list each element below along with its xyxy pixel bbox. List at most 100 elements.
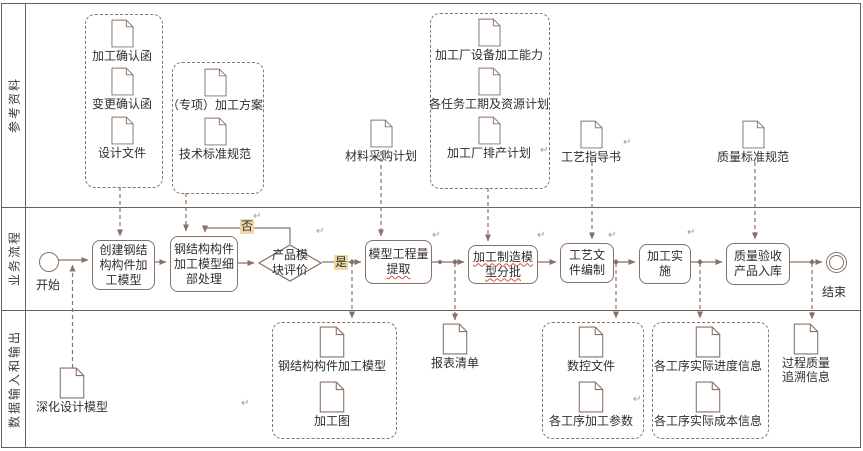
task-label: 加工实施 [646,249,683,278]
doc-design-files: 设计文件 [57,116,187,160]
task-model-batching: 加工制造模型分批 [468,245,538,284]
paragraph-mark-icon: ↵ [316,226,325,237]
document-label: 技术标准规范 [178,147,251,161]
task-label: 钢结构构件加工模型细部处理 [173,241,234,286]
document-label: 加工图 [313,414,350,428]
document-label: 报表清单 [430,356,479,370]
paragraph-mark-icon: ↵ [633,394,642,405]
document-icon [477,116,501,145]
group-progress-outputs [652,322,769,439]
junction-markers [349,259,815,265]
doc-process-guide: 工艺指导书 [526,120,656,164]
task-label-misspelled: 提取 [386,262,411,276]
doc-processing-drawing: 加工图 [267,381,397,428]
document-label: 材料采购计划 [344,149,417,163]
document-label: 各工序实际成本信息 [653,414,762,428]
doc-material-purchase-plan: 材料采购计划 [316,119,446,163]
decision-label: 产品模块评价 [271,248,308,277]
document-label: 各工序加工参数 [548,414,633,428]
doc-actual-cost-info: 各工序实际成本信息 [643,381,773,428]
document-icon [578,381,604,413]
gateway-no-label: 否 [240,219,255,234]
diagram-border [1,3,861,448]
document-icon [110,67,134,96]
task-label: 质量验收产品入库 [733,249,782,278]
group-model-outputs [272,322,397,439]
document-icon [59,367,85,399]
task-label: 创建钢结构构件加工模型 [99,242,148,287]
document-icon [203,117,227,146]
document-label: 过程质量追溯信息 [781,356,830,384]
doc-actual-progress-info: 各工序实际进度信息 [643,326,773,373]
task-processing-implementation: 加工实施 [639,244,691,284]
document-label: 质量标准规范 [716,150,789,164]
paragraph-mark-icon: ↵ [537,230,546,241]
document-label: 数控文件 [566,359,615,373]
document-icon [319,381,345,413]
doc-factory-scheduling-plan: 加工厂排产计划 [424,116,554,160]
end-event-inner-ring [829,255,844,270]
doc-report-list: 报表清单 [390,323,520,370]
document-label: 钢结构构件加工模型 [277,359,386,373]
doc-factory-capacity: 加工厂设备加工能力 [424,18,554,62]
document-icon [578,326,604,358]
task-quantity-extraction: 模型工程量 提取 [365,240,432,284]
document-label: 加工厂设备加工能力 [434,48,543,62]
task-label-misspelled: 加工制造模型分批 [472,249,533,279]
document-icon [695,381,721,413]
paragraph-mark-icon: ↵ [540,145,549,156]
document-icon [477,67,501,96]
document-icon [203,68,227,97]
document-label: 各工序实际进度信息 [653,359,762,373]
group-nc-outputs [542,322,644,439]
document-icon [793,323,819,355]
paragraph-mark-icon: ↵ [432,230,441,241]
paragraph-mark-icon: ↵ [608,230,617,241]
start-event [39,252,59,272]
start-event-label: 开始 [36,278,61,292]
document-label: 变更确认函 [91,97,152,111]
document-label: 各任务工期及资源计划 [428,97,549,111]
doc-component-processing-model: 钢结构构件加工模型 [267,326,397,373]
doc-deepened-design-model: 深化设计模型 [7,367,137,414]
document-icon [695,326,721,358]
group-factory-docs [430,13,550,189]
doc-quality-standard: 质量标准规范 [688,120,818,164]
doc-special-processing-plan: （专项）加工方案 [150,68,280,112]
document-icon [110,19,134,48]
lane-divider-1 [1,207,861,208]
lane-header-divider [25,3,26,448]
document-label: 设计文件 [97,146,146,160]
doc-process-quality-trace: 过程质量追溯信息 [741,323,863,384]
paragraph-mark-icon: ↵ [623,137,632,148]
document-icon [442,323,468,355]
document-icon [741,120,765,149]
document-icon [110,116,134,145]
document-icon [369,119,393,148]
document-label: 加工厂排产计划 [446,146,531,160]
lane-divider-2 [1,310,861,311]
document-label: 深化设计模型 [35,400,108,414]
end-event [826,252,847,273]
paragraph-mark-icon: ↵ [241,398,250,409]
doc-processing-confirmation: 加工确认函 [57,19,187,63]
doc-technical-standard: 技术标准规范 [150,117,280,161]
task-process-document-preparation: 工艺文件编制 [560,243,614,283]
paragraph-mark-icon: ↵ [253,211,262,222]
gateway-yes-label: 是 [334,255,349,270]
document-label: 工艺指导书 [560,150,621,164]
document-label: 加工确认函 [91,49,152,63]
document-icon [477,18,501,47]
document-icon [319,326,345,358]
task-quality-acceptance-warehousing: 质量验收产品入库 [726,243,790,285]
task-create-model: 创建钢结构构件加工模型 [92,240,155,290]
document-icon [579,120,603,149]
group-plan-docs [172,62,264,194]
task-detail-processing: 钢结构构件加工模型细部处理 [170,236,238,292]
decision-product-module-evaluation [258,244,322,282]
group-confirmation-docs [85,14,163,188]
task-label: 工艺文件编制 [568,248,605,277]
paragraph-mark-icon: ↵ [687,227,696,238]
